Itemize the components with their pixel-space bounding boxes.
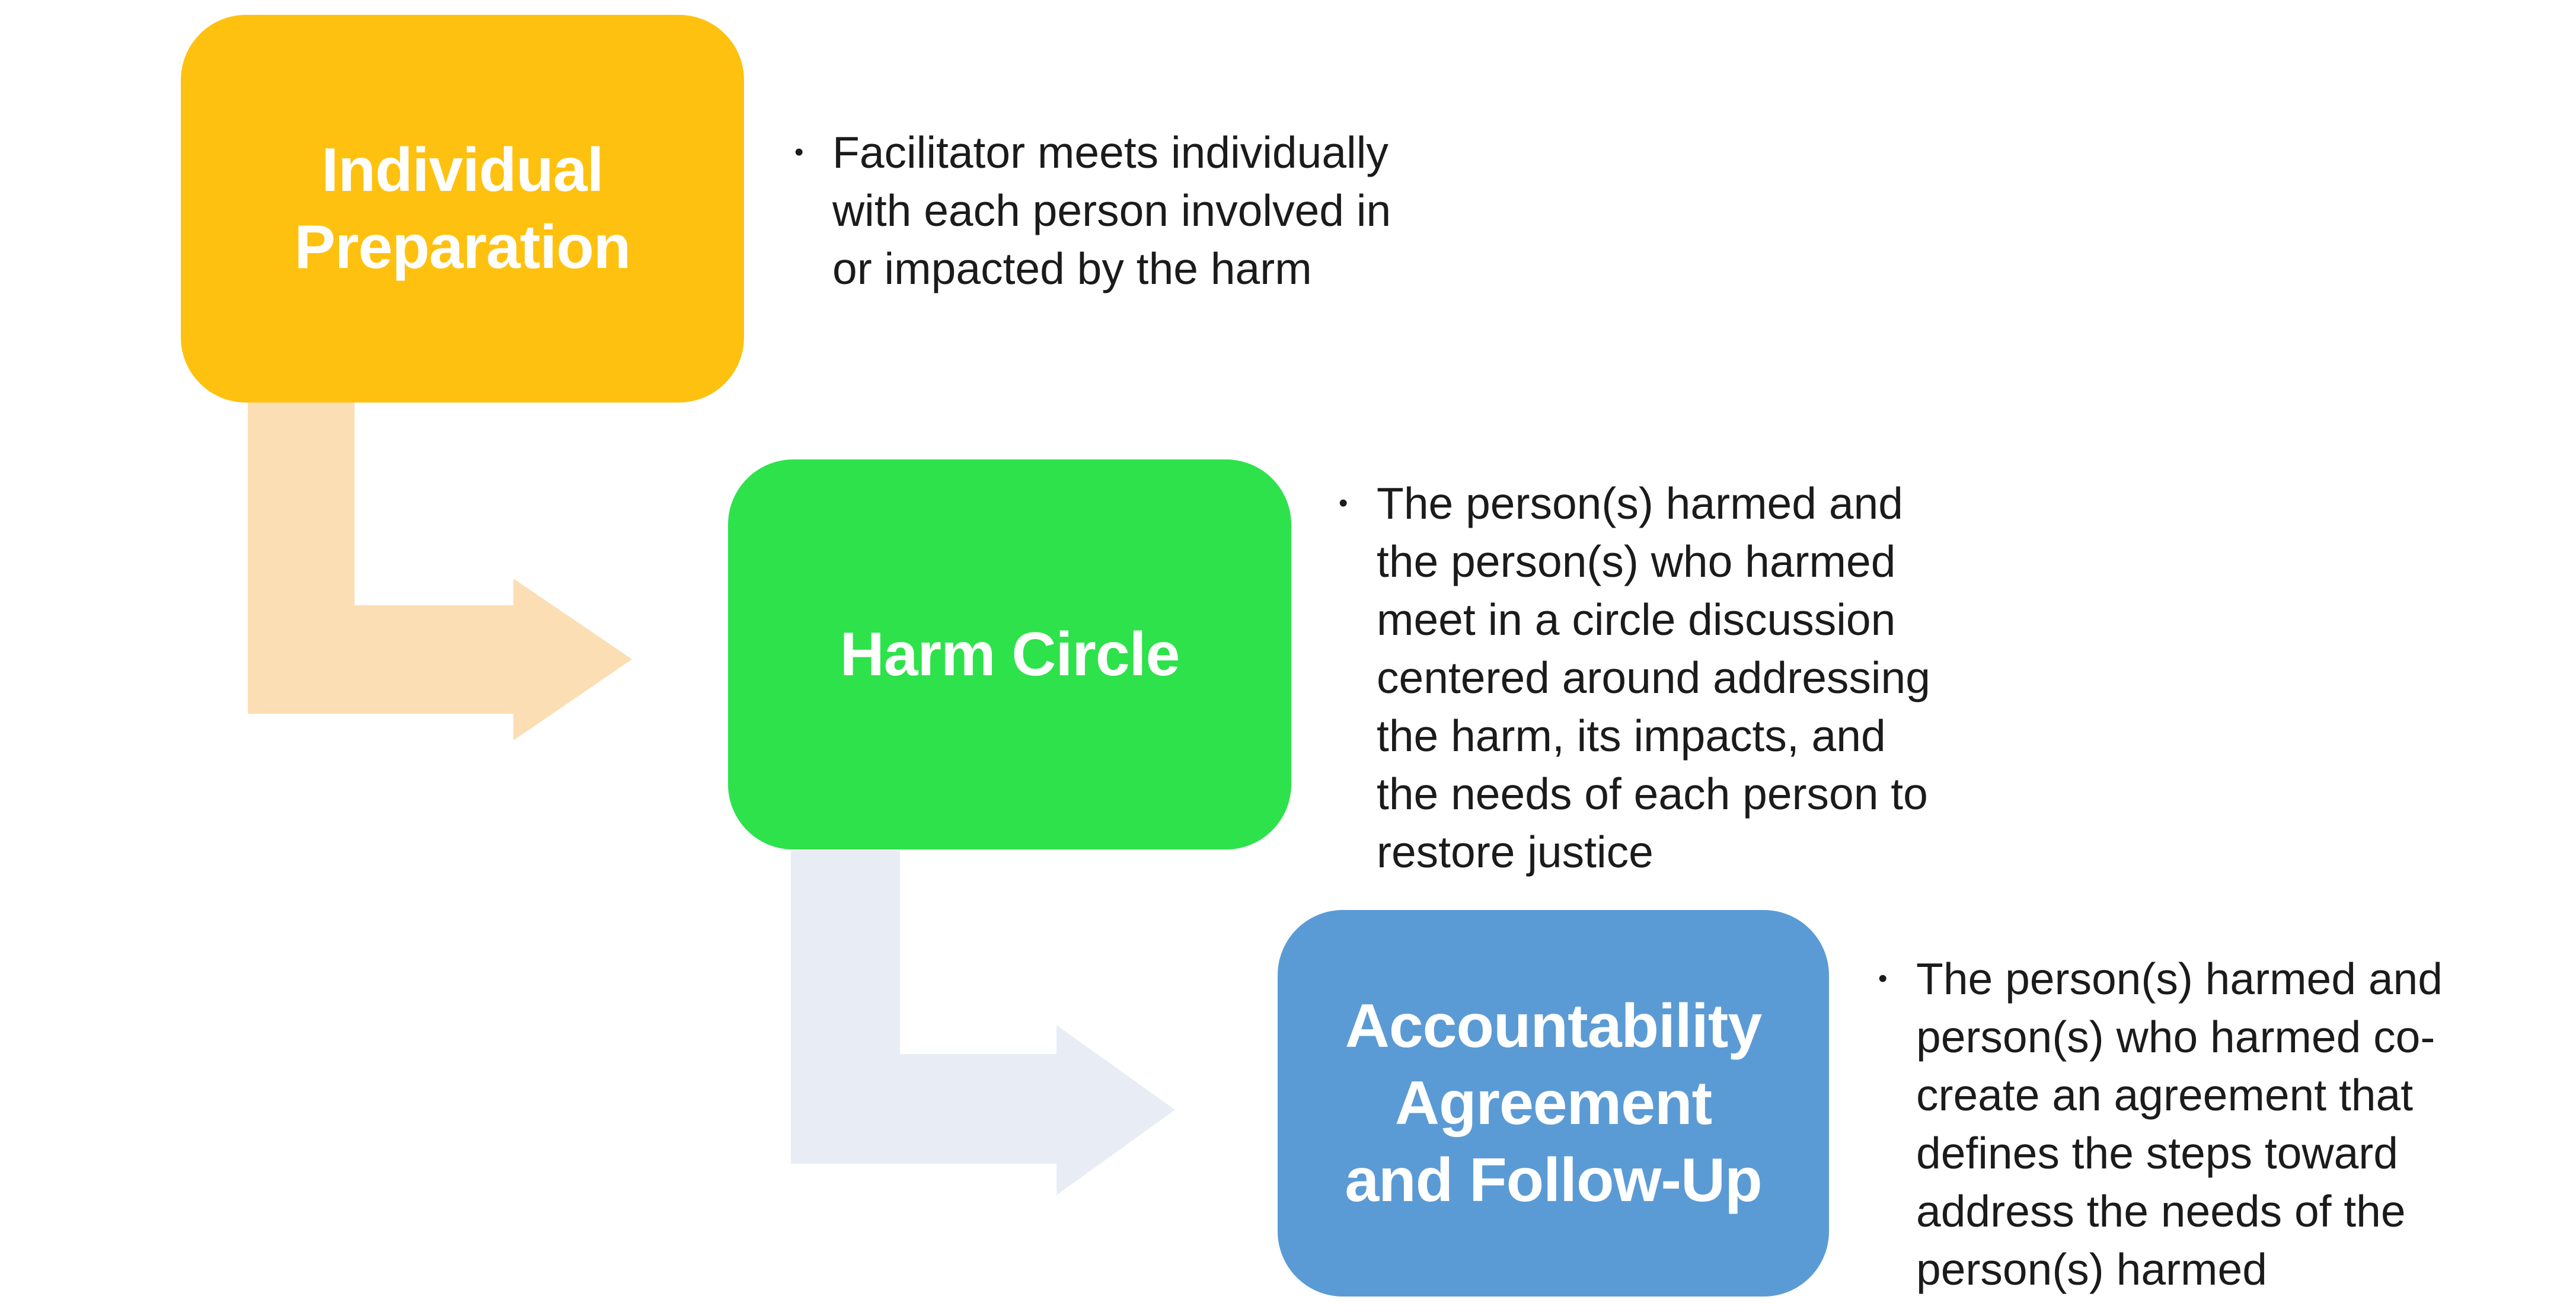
bullet-icon: •	[1339, 488, 1348, 518]
step-title-harm-circle: Harm Circle	[839, 620, 1180, 689]
step-title-individual-preparation: Individual Preparation	[294, 136, 631, 282]
step-title-accountability-agreement: Accountability Agreement and Follow-Up	[1345, 992, 1762, 1215]
bullet-icon: •	[794, 138, 804, 167]
step-box-accountability-agreement: Accountability Agreement and Follow-Up	[1278, 910, 1829, 1297]
step-description-accountability-agreement: • The person(s) harmed and person(s) who…	[1878, 950, 2576, 1298]
elbow-arrow-step1-to-step2-icon	[248, 403, 632, 740]
bullet-text: The person(s) harmed and person(s) who h…	[1916, 954, 2443, 1294]
bullet-text: The person(s) harmed and the person(s) w…	[1377, 478, 1930, 877]
step-description-individual-preparation: • Facilitator meets individually with ea…	[794, 123, 1565, 298]
step-box-harm-circle: Harm Circle	[728, 459, 1291, 850]
elbow-arrow-step2-to-step3-icon	[791, 851, 1175, 1195]
bullet-icon: •	[1878, 964, 1888, 993]
step-box-individual-preparation: Individual Preparation	[181, 15, 744, 403]
bullet-text: Facilitator meets individually with each…	[832, 127, 1391, 293]
step-description-harm-circle: • The person(s) harmed and the person(s)…	[1339, 474, 2109, 881]
